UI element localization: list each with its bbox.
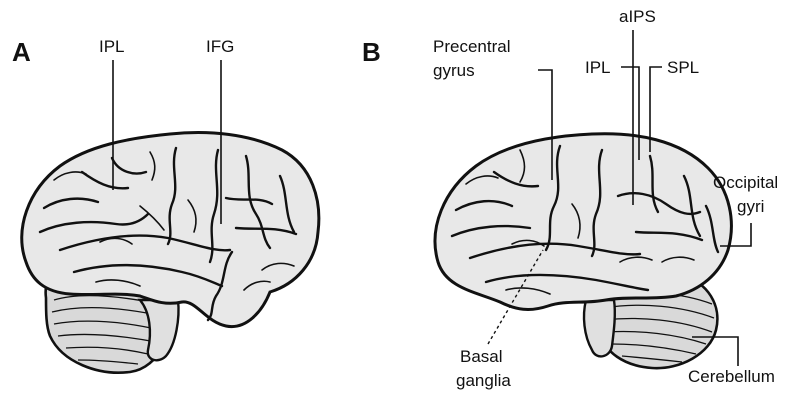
panel-b-label-precentral-line1: Precentral (433, 37, 510, 56)
panel-a-label-ifg: IFG (206, 37, 234, 56)
panel-b-label-basal-line1: Basal (460, 347, 503, 366)
panel-b-cerebrum (435, 134, 731, 310)
panel-b-label-aips: aIPS (619, 7, 656, 26)
panel-b-label-occipital-line1: Occipital (713, 173, 778, 192)
panel-b-label-occipital-line2: gyri (737, 197, 764, 216)
panel-a-letter: A (12, 37, 31, 67)
panel-b-label-spl: SPL (667, 58, 699, 77)
panel-b-label-cerebellum: Cerebellum (688, 367, 775, 386)
panel-b-label-ipl: IPL (585, 58, 611, 77)
panel-b: B (362, 7, 778, 390)
panel-a: A (12, 37, 319, 373)
panel-a-label-ipl: IPL (99, 37, 125, 56)
panel-b-brainstem (584, 300, 615, 356)
panel-b-letter: B (362, 37, 381, 67)
panel-b-label-precentral-line2: gyrus (433, 61, 475, 80)
panel-b-label-basal-line2: ganglia (456, 371, 511, 390)
